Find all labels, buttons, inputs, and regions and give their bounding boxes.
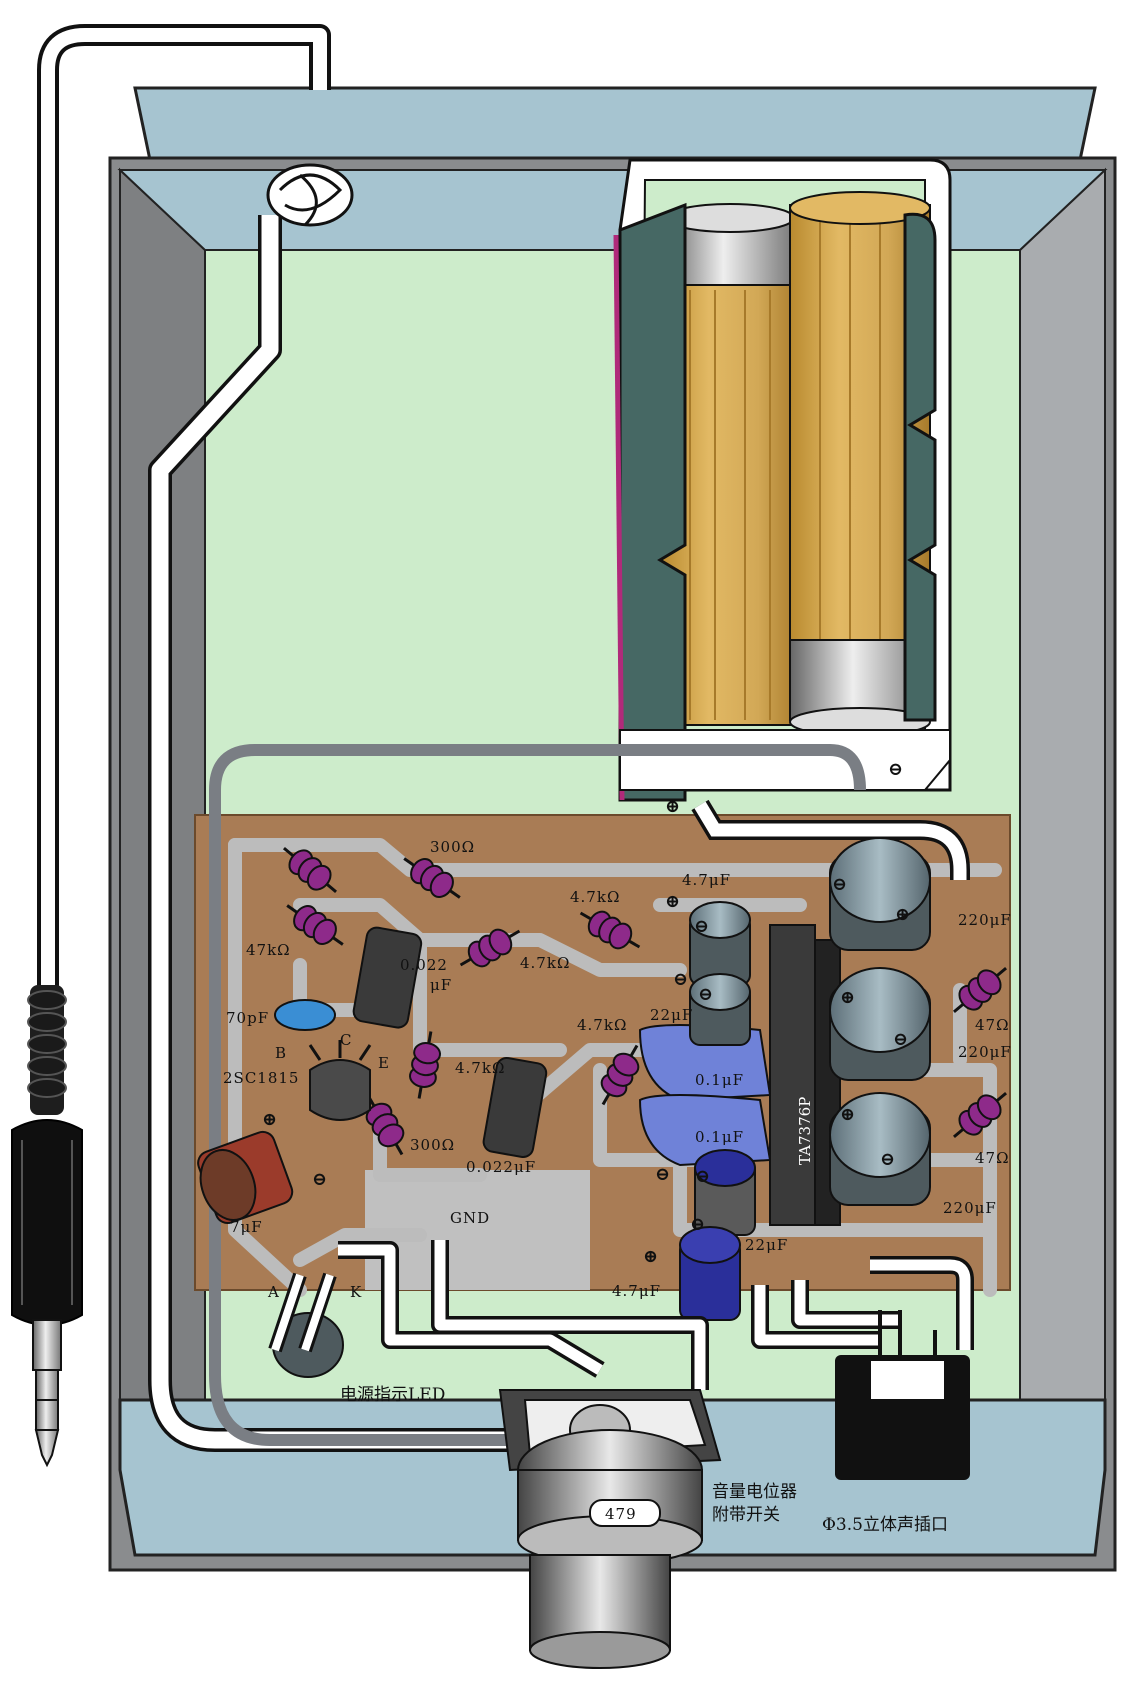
battery-holder: ⊕ ⊖ xyxy=(613,158,952,817)
svg-text:⊕: ⊕ xyxy=(840,987,855,1008)
label-0022-top-1: 0.022 xyxy=(400,956,448,974)
lid-top xyxy=(133,86,1097,162)
svg-text:⊖: ⊖ xyxy=(673,969,688,990)
label-47k: 47kΩ xyxy=(246,941,291,959)
label-0022-top-2: μF xyxy=(430,976,452,994)
resistor-300-top xyxy=(403,857,461,899)
electrolytic-22uf-bottom xyxy=(694,1149,756,1236)
resistor-47-top xyxy=(952,966,1008,1014)
electrolytic-4-7uf-bottom xyxy=(679,1226,741,1321)
ceramic-capacitor xyxy=(274,999,336,1031)
label-70pf: 70pF xyxy=(226,1009,269,1027)
label-220-1: 220μF xyxy=(958,911,1012,929)
svg-text:⊕: ⊕ xyxy=(840,1104,855,1125)
film-capacitor-0-1-bottom xyxy=(638,1094,772,1167)
label-220-3: 220μF xyxy=(943,1199,997,1217)
electrolytic-4-7uf-top xyxy=(689,901,751,986)
label-47-bottom: 47Ω xyxy=(975,1149,1010,1167)
wires-to-controls xyxy=(338,1240,974,1390)
label-47-top: 47Ω xyxy=(975,1016,1010,1034)
label-pot-line1: 音量电位器 xyxy=(712,1482,797,1502)
svg-text:⊖: ⊖ xyxy=(695,1166,710,1187)
resistor-300-bottom xyxy=(365,1094,405,1156)
battery-minus-sign: ⊖ xyxy=(888,759,903,780)
label-pin-e: E xyxy=(378,1054,390,1072)
label-pot-line2: 附带开关 xyxy=(712,1505,780,1525)
battery-wire-loop xyxy=(209,744,866,1446)
transistor-2sc1815 xyxy=(308,1040,372,1121)
label-4-7k-a: 4.7kΩ xyxy=(570,888,620,906)
electrolytic-220uf-1 xyxy=(829,837,931,951)
signal-cable xyxy=(148,215,520,1452)
stereo-plug xyxy=(11,985,83,1468)
label-gnd: GND xyxy=(450,1209,490,1227)
label-led: 电源指示LED xyxy=(340,1385,445,1405)
resistor-47k xyxy=(286,904,344,946)
input-cable xyxy=(37,24,331,1000)
label-22uf-top: 22μF xyxy=(650,1006,693,1024)
resistors xyxy=(282,846,1008,1156)
label-300-bottom: 300Ω xyxy=(410,1136,455,1154)
cable-knot xyxy=(266,163,354,227)
label-22uf-bottom: 22μF xyxy=(745,1236,788,1254)
electrolytic-220uf-3 xyxy=(829,1092,931,1206)
electrolytic-7uf xyxy=(197,1130,294,1225)
label-4-7uf-bottom: 4.7μF xyxy=(612,1282,661,1300)
polarity-marks: ⊕ ⊖ ⊖ ⊖ ⊖ ⊖ ⊖ ⊕ ⊕ ⊖ ⊕ ⊖ ⊕ ⊖ ⊕ ⊖ xyxy=(262,874,910,1267)
resistor-47-bottom xyxy=(952,1091,1008,1139)
pot-value-label: 479 xyxy=(605,1505,637,1523)
label-4-7k-d: 4.7kΩ xyxy=(455,1059,505,1077)
label-4-7k-c: 4.7kΩ xyxy=(577,1016,627,1034)
label-led-k: K xyxy=(350,1283,362,1301)
svg-text:⊖: ⊖ xyxy=(655,1164,670,1185)
label-led-a: A xyxy=(267,1283,280,1301)
label-7uf: 7μF xyxy=(230,1218,263,1236)
battery-plus-sign: ⊕ xyxy=(665,796,680,817)
volume-knob xyxy=(529,1554,671,1669)
stereo-jack xyxy=(835,1310,970,1480)
label-4-7k-b: 4.7kΩ xyxy=(520,954,570,972)
svg-text:⊕: ⊕ xyxy=(643,1246,658,1267)
electrolytic-220uf-2 xyxy=(829,967,931,1081)
resistor-300-top-left xyxy=(282,846,338,894)
film-capacitor-1 xyxy=(352,926,423,1029)
resistor-4-7k-c xyxy=(600,1044,640,1106)
label-0022-bottom: 0.022μF xyxy=(466,1158,536,1176)
electrolytic-22uf-top xyxy=(689,973,751,1046)
power-led xyxy=(268,1272,344,1378)
label-0-1-top: 0.1μF xyxy=(695,1071,744,1089)
resistor-4-7k-b xyxy=(459,928,521,968)
label-jack: Φ3.5立体声插口 xyxy=(822,1515,948,1535)
label-transistor: 2SC1815 xyxy=(223,1069,299,1087)
label-ic: TA7376P xyxy=(796,1097,814,1165)
ic-ta7376p xyxy=(769,924,841,1226)
label-220-2: 220μF xyxy=(958,1043,1012,1061)
svg-text:⊕: ⊕ xyxy=(665,891,680,912)
svg-text:⊖: ⊖ xyxy=(312,1169,327,1190)
label-4-7uf-top: 4.7μF xyxy=(682,871,731,889)
film-capacitor-2 xyxy=(482,1056,548,1159)
resistor-4-7k-d xyxy=(408,1031,442,1099)
label-pin-c: C xyxy=(340,1031,352,1049)
svg-text:⊖: ⊖ xyxy=(698,984,713,1005)
labels: 300Ω 47kΩ 4.7kΩ 4.7kΩ 4.7kΩ 4.7kΩ 300Ω 4… xyxy=(223,838,1012,1535)
svg-text:⊖: ⊖ xyxy=(832,874,847,895)
resistor-4-7k-a xyxy=(579,910,641,950)
svg-text:⊕: ⊕ xyxy=(262,1109,277,1130)
svg-text:⊖: ⊖ xyxy=(893,1029,908,1050)
svg-text:⊖: ⊖ xyxy=(690,1214,705,1235)
svg-text:⊕: ⊕ xyxy=(895,904,910,925)
label-300-top: 300Ω xyxy=(430,838,475,856)
label-pin-b: B xyxy=(275,1044,287,1062)
volume-potentiometer: 479 xyxy=(498,1389,722,1565)
svg-text:⊖: ⊖ xyxy=(694,916,709,937)
svg-text:⊖: ⊖ xyxy=(880,1149,895,1170)
label-0-1-bottom: 0.1μF xyxy=(695,1128,744,1146)
